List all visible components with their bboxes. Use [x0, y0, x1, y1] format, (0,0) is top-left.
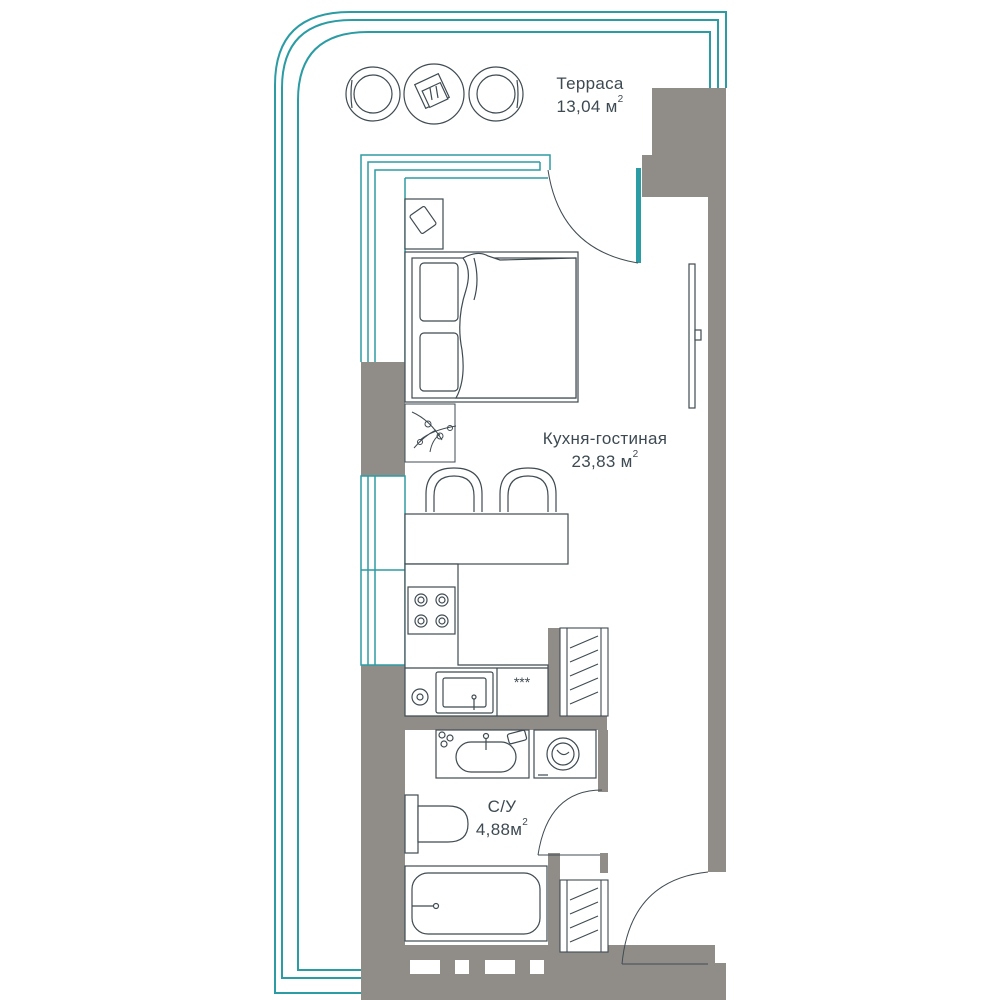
wardrobe-icon — [559, 879, 609, 953]
terrace-outline — [274, 11, 727, 994]
room-name: Кухня-гостиная — [542, 429, 668, 448]
bathroom-door-icon[interactable] — [537, 789, 603, 856]
terrace-door-leaf — [636, 168, 641, 263]
kitchen-sink-icon — [405, 667, 548, 714]
room-area: 23,83 м2 — [571, 449, 639, 472]
svg-text:***: *** — [514, 674, 531, 690]
wardrobe-icon — [559, 627, 609, 717]
kitchen-counter — [404, 563, 549, 717]
cooktop-icon — [407, 586, 456, 635]
bathroom-label: С/У 4,88м2 — [462, 795, 542, 841]
entry-door-icon[interactable] — [621, 871, 709, 965]
dishwasher-icon: *** — [496, 668, 531, 716]
washbasin-icon — [435, 729, 530, 779]
nightstand-icon — [404, 198, 444, 250]
terrace-furniture — [345, 63, 524, 125]
bathtub-icon — [404, 865, 548, 942]
tv-icon — [688, 263, 702, 409]
room-area: 13,04 м2 — [556, 94, 624, 117]
room-name: Терраса — [556, 74, 624, 93]
bar-stool-icon — [499, 467, 557, 512]
terrace-door-icon[interactable] — [547, 169, 639, 264]
side-table-icon — [403, 63, 465, 125]
bottom-vents — [410, 960, 544, 974]
armchair-icon — [468, 66, 524, 122]
room-name: С/У — [487, 797, 517, 816]
kitchen-living-room-label: Кухня-гостиная 23,83 м2 — [520, 427, 690, 473]
terrace-room-label: Терраса 13,04 м2 — [530, 72, 650, 118]
bar-stool-icon — [425, 467, 483, 512]
toilet-icon — [404, 794, 469, 854]
washing-machine-icon — [533, 729, 597, 779]
plant-icon — [404, 403, 457, 463]
double-bed-icon — [404, 251, 579, 403]
bar-counter-icon — [404, 513, 569, 565]
room-area: 4,88м2 — [475, 817, 529, 840]
armchair-icon — [345, 66, 401, 122]
